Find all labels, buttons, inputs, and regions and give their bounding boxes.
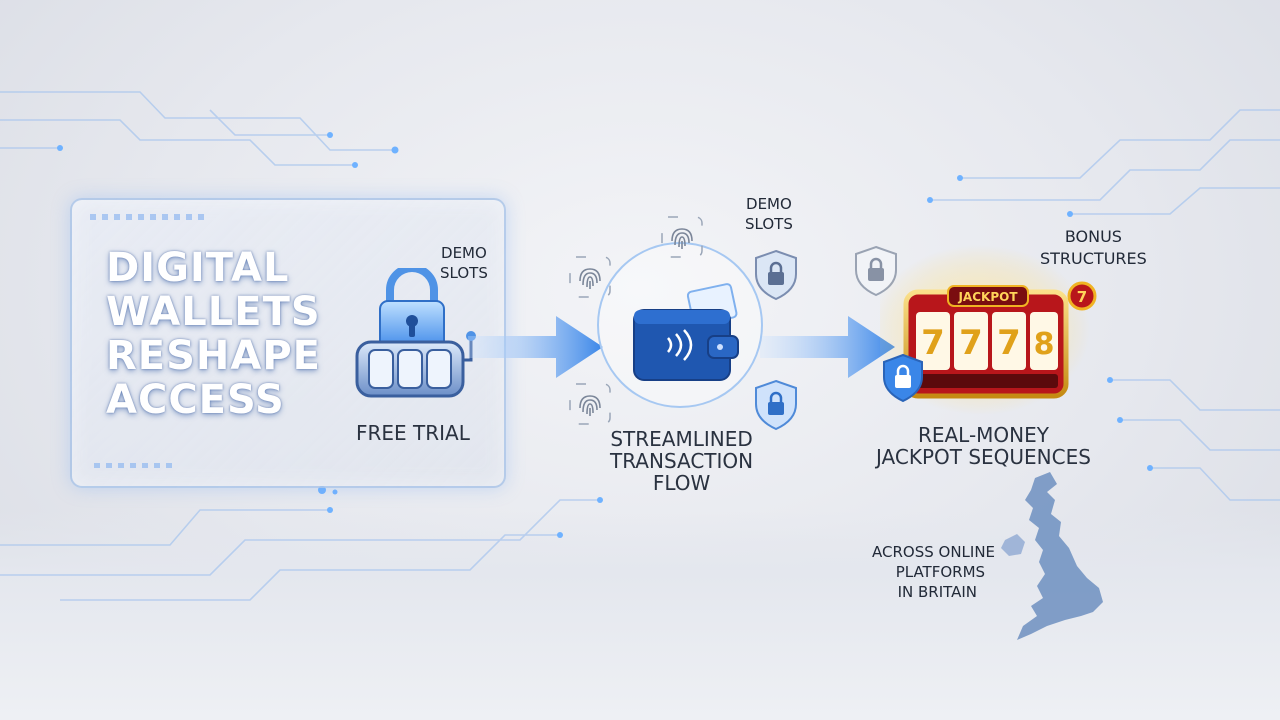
label-bonus-structures: BONUS STRUCTURES <box>1040 226 1147 270</box>
slot-sign-text: JACKPOT <box>957 290 1018 304</box>
slot-machine: JACKPOT 7 7 7 8 7 <box>880 245 1097 415</box>
padlock-icon <box>355 268 476 398</box>
headline-line-2: WALLETS <box>106 289 321 335</box>
slot-reels: 7 7 7 8 <box>916 312 1058 370</box>
label-demo-slots-top: DEMO SLOTS <box>745 194 793 234</box>
arrow-right-icon-2 <box>760 316 895 378</box>
label-across-line-1: ACROSS ONLINE <box>872 543 996 561</box>
headline: DIGITAL WALLETS RESHAPE ACCESS <box>106 246 321 422</box>
label-jackpot-line-2: JACKPOT SEQUENCES <box>876 445 1091 469</box>
uk-map-icon <box>1001 472 1103 640</box>
arrow-right-icon <box>468 316 603 378</box>
label-demo-slots-left-line-2: SLOTS <box>440 264 488 282</box>
panel-dots-bottom <box>94 463 174 468</box>
label-demo-slots-left-line-1: DEMO <box>441 244 487 262</box>
reel-3: 7 <box>997 323 1021 363</box>
reel-4: 8 <box>1034 327 1055 362</box>
label-jackpot-sequences: REAL-MONEY JACKPOT SEQUENCES <box>876 424 1091 468</box>
label-jackpot-line-1: REAL-MONEY <box>917 423 1049 447</box>
shield-lock-icon-4 <box>883 353 923 403</box>
label-bonus-line-1: BONUS <box>1064 227 1122 246</box>
slot-badge-text: 7 <box>1077 288 1087 306</box>
label-transaction-flow: STREAMLINED TRANSACTION FLOW <box>610 428 753 494</box>
reel-1: 7 <box>921 323 945 363</box>
fingerprint-icon-2 <box>569 256 611 298</box>
label-across-line-3: IN BRITAIN <box>897 583 978 601</box>
label-bonus-line-2: STRUCTURES <box>1040 249 1147 268</box>
wallet-hub <box>597 242 763 408</box>
label-demo-slots-top-line-1: DEMO <box>746 195 792 213</box>
headline-line-3: RESHAPE <box>106 333 322 379</box>
label-transaction-line-2: TRANSACTION <box>610 449 754 473</box>
fingerprint-icon <box>661 216 703 258</box>
label-free-trial: FREE TRIAL <box>356 421 470 445</box>
label-across-line-2: PLATFORMS <box>895 563 986 581</box>
shield-lock-icon-3 <box>755 379 797 431</box>
headline-line-1: DIGITAL <box>106 245 290 291</box>
fingerprint-icon-3 <box>569 383 611 425</box>
label-transaction-line-1: STREAMLINED <box>610 427 753 451</box>
label-transaction-line-3: FLOW <box>652 471 711 495</box>
shield-lock-icon-2 <box>855 245 897 297</box>
panel-dots-top <box>90 214 210 220</box>
reel-2: 7 <box>959 323 983 363</box>
shield-lock-icon <box>755 249 797 301</box>
label-across-online: ACROSS ONLINE PLATFORMS IN BRITAIN <box>872 542 995 602</box>
wallet-icon <box>633 283 739 381</box>
headline-line-4: ACCESS <box>106 377 285 423</box>
label-demo-slots-top-line-2: SLOTS <box>745 215 793 233</box>
label-demo-slots-left: DEMO SLOTS <box>440 243 488 283</box>
